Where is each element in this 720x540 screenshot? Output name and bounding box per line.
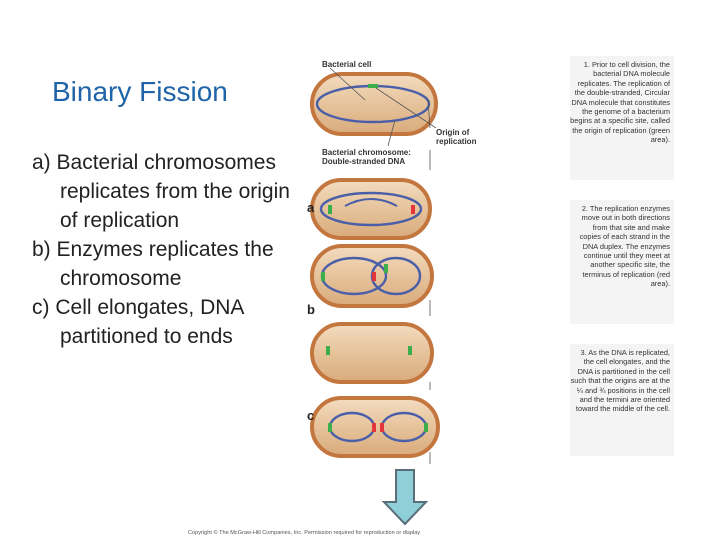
- note-3-box: [570, 344, 674, 456]
- bullet-b-text: b) Enzymes replicates the chromosome: [32, 235, 302, 293]
- stage-tag-c: c: [307, 408, 315, 423]
- bullet-a-body: Bacterial chromosomes replicates from th…: [56, 151, 290, 232]
- leader-cell: [329, 67, 366, 101]
- bullet-c: c) Cell elongates, DNA partitioned to en…: [32, 293, 302, 351]
- cell-stage-2: [310, 178, 432, 240]
- label-chromosome: Bacterial chromosome: Double-stranded DN…: [322, 148, 411, 166]
- note-3: 3. As the DNA is replicated, the cell el…: [570, 348, 670, 414]
- bullet-b-body: Enzymes replicates the chromosome: [56, 238, 274, 290]
- cell-stage-3: [310, 244, 434, 308]
- note-1: 1. Prior to cell division, the bacterial…: [570, 60, 670, 145]
- cell-stage-5: [310, 396, 440, 458]
- bullet-a-key: a): [32, 151, 51, 174]
- label-bacterial-cell: Bacterial cell: [322, 60, 372, 69]
- bullet-c-body: Cell elongates, DNA partitioned to ends: [55, 296, 244, 348]
- note-2-box: [570, 200, 674, 324]
- down-arrow-icon: [381, 469, 429, 526]
- leader-origin: [375, 87, 437, 129]
- bullet-a: a) Bacterial chromosomes replicates from…: [32, 148, 302, 235]
- note-2: 2. The replication enzymes move out in b…: [579, 204, 670, 289]
- bullet-c-key: c): [32, 296, 50, 319]
- bullet-b-key: b): [32, 238, 51, 261]
- note-1-box: [570, 56, 674, 180]
- cell-4-wall: [310, 322, 434, 384]
- label-origin: Origin of replication: [436, 128, 477, 146]
- copyright-notice: Copyright © The McGraw-Hill Companies, I…: [188, 530, 421, 536]
- bullet-a-text: a) Bacterial chromosomes replicates from…: [32, 148, 302, 235]
- stage-tag-a: a: [307, 200, 315, 215]
- leader-chromosome: [387, 119, 396, 147]
- bullet-b: b) Enzymes replicates the chromosome: [32, 235, 302, 293]
- cell-1-wall: [310, 72, 438, 136]
- leader-origin-2: [427, 99, 431, 129]
- bullet-list: a) Bacterial chromosomes replicates from…: [32, 148, 302, 351]
- bullet-c-text: c) Cell elongates, DNA partitioned to en…: [32, 293, 302, 351]
- cell-2-wall: [310, 178, 432, 240]
- cell-stage-1: [310, 72, 438, 136]
- cell-2-dna: [319, 191, 423, 227]
- cell-stage-4: [310, 322, 434, 384]
- page-title: Binary Fission: [52, 76, 228, 107]
- cell-2-dna-copy: [344, 198, 398, 207]
- stage-tag-b: b: [307, 302, 315, 317]
